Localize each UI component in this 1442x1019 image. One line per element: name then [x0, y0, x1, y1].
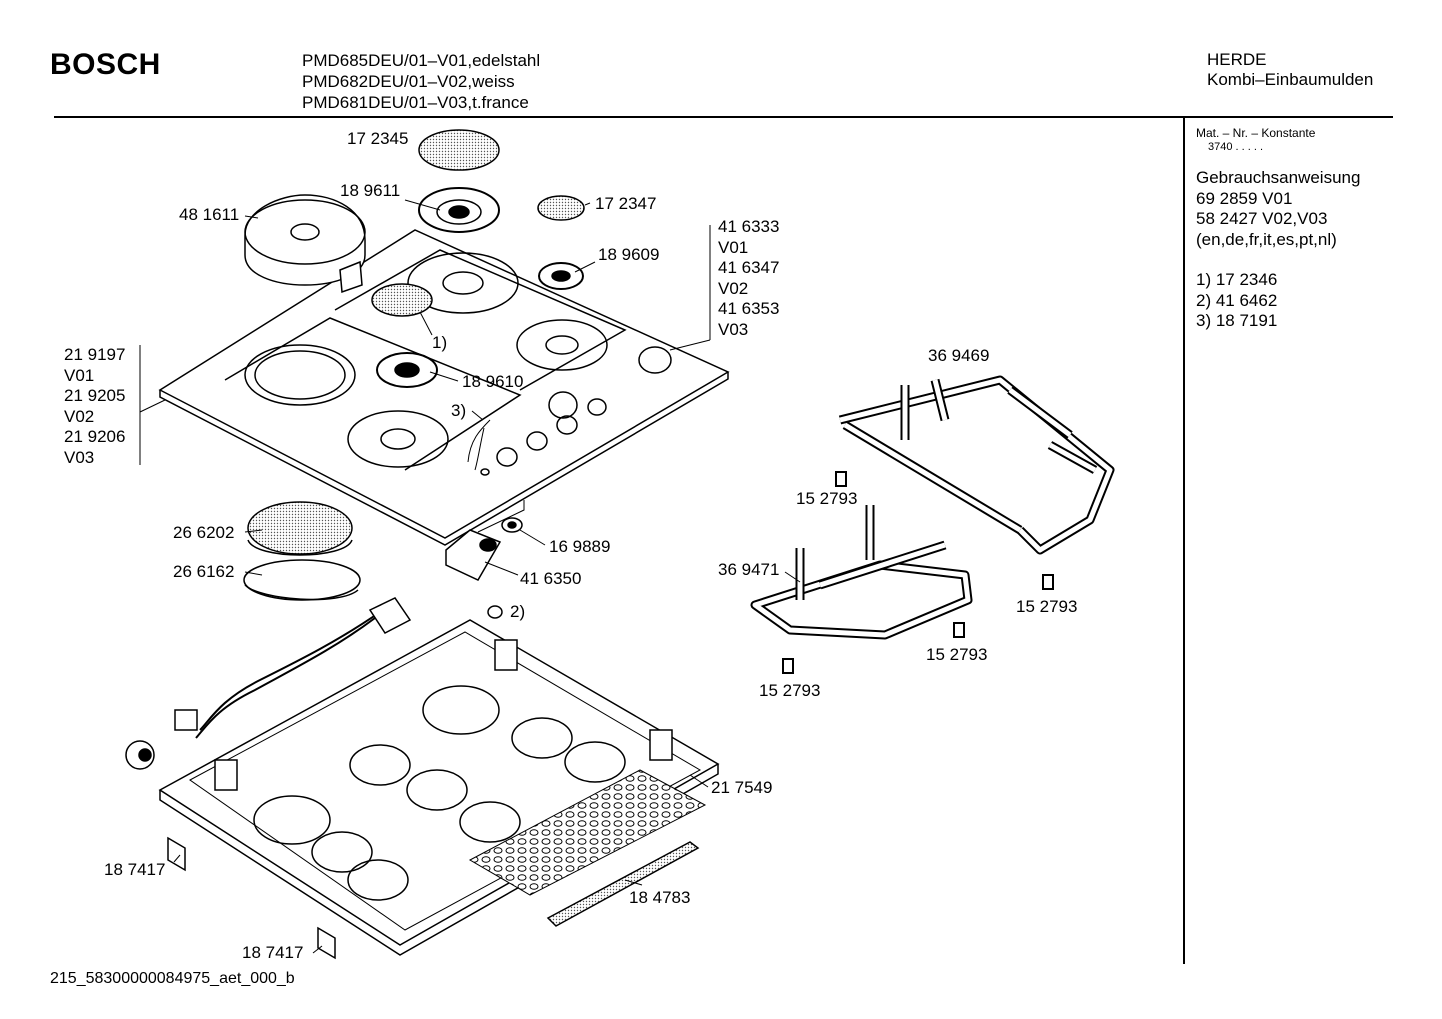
part-label: 16 9889 — [549, 537, 611, 556]
part-label: 18 4783 — [629, 888, 691, 907]
part-label: 17 2345 — [347, 129, 409, 148]
part-label: 26 6162 — [173, 562, 235, 581]
part-label: 26 6202 — [173, 523, 235, 542]
part-label: 17 2347 — [595, 194, 657, 213]
burner-lid-large — [418, 129, 500, 171]
model-list: PMD685DEU/01–V01,edelstahl PMD682DEU/01–… — [302, 50, 540, 113]
material-number-label: Mat. – Nr. – Konstante — [1196, 126, 1316, 140]
variant-line: V01 — [64, 365, 95, 385]
manual-line: 58 2427 V02,V03 — [1196, 209, 1328, 228]
variant-line: 41 6353 — [718, 299, 780, 319]
side-divider — [1183, 118, 1185, 964]
hob-top-plate — [158, 229, 730, 539]
manual-title: Gebrauchsanweisung — [1196, 168, 1361, 187]
variant-line: V03 — [718, 319, 749, 339]
model-line: PMD681DEU/01–V03,t.france — [302, 93, 529, 112]
reference-note: 3) — [451, 401, 467, 420]
category-subtitle: Kombi–Einbaumulden — [1207, 70, 1374, 89]
variant-line: 41 6347 — [718, 258, 780, 278]
drawing-id: 215_58300000084975_aet_000_b — [50, 970, 295, 987]
burner-lid-small — [537, 195, 585, 221]
info-panel: Mat. – Nr. – Konstante 3740 . . . . . Ge… — [1196, 126, 1360, 332]
material-number-value: 3740 . . . . . — [1208, 141, 1264, 153]
part-label: 15 2793 — [759, 681, 821, 700]
variant-line: V02 — [64, 406, 95, 426]
variant-line: 21 9197 — [64, 345, 126, 364]
hob-variant-list: 21 9197 V01 21 9205 V02 21 9206 V03 — [64, 345, 125, 469]
manual-line: (en,de,fr,it,es,pt,nl) — [1196, 229, 1337, 249]
manual-line: 69 2859 V01 — [1196, 188, 1293, 208]
header-divider — [54, 116, 1393, 118]
variant-line: V03 — [64, 447, 95, 467]
part-label: 18 7417 — [104, 860, 166, 879]
part-label: 15 2793 — [1016, 597, 1078, 616]
part-label: 18 7417 — [242, 943, 304, 962]
note-line: 2) 41 6462 — [1196, 290, 1278, 310]
category-title: HERDE — [1207, 50, 1267, 69]
part-label: 15 2793 — [926, 645, 988, 664]
variant-line: V02 — [718, 278, 749, 298]
note-line: 1) 17 2346 — [1196, 270, 1278, 289]
part-label: 18 9610 — [462, 372, 524, 391]
reference-note: 2) — [510, 602, 526, 621]
variant-line: 41 6333 — [718, 217, 780, 236]
part-label: 15 2793 — [796, 489, 858, 508]
part-label: 36 9471 — [718, 560, 780, 579]
part-label: 21 7549 — [711, 778, 773, 797]
model-line: PMD682DEU/01–V02,weiss — [302, 72, 515, 91]
knob-variant-list: 41 6333 V01 41 6347 V02 41 6353 V03 — [718, 217, 779, 341]
part-label: 48 1611 — [179, 205, 240, 224]
power-cable — [199, 609, 384, 731]
part-label: 36 9469 — [928, 346, 990, 365]
exploded-view-drawing — [125, 129, 1115, 960]
seal-strip — [546, 841, 700, 927]
variant-line: 21 9206 — [64, 427, 126, 447]
variant-line: V01 — [718, 237, 749, 257]
reference-note: 1) — [432, 333, 448, 352]
part-label: 41 6350 — [520, 569, 582, 588]
spacer-ring — [501, 517, 523, 533]
brand-logo: BOSCH — [50, 48, 161, 81]
manual-block: Gebrauchsanweisung 69 2859 V01 58 2427 V… — [1196, 168, 1360, 332]
part-label: 18 9609 — [598, 245, 660, 264]
electric-hotplate — [244, 199, 366, 265]
variant-line: 21 9205 — [64, 386, 126, 406]
model-line: PMD685DEU/01–V01,edelstahl — [302, 51, 541, 70]
hotplate-ring — [244, 344, 356, 406]
category-block: HERDE Kombi–Einbaumulden — [1207, 50, 1373, 90]
note-line: 3) 18 7191 — [1196, 311, 1278, 330]
part-label: 18 9611 — [340, 181, 401, 200]
